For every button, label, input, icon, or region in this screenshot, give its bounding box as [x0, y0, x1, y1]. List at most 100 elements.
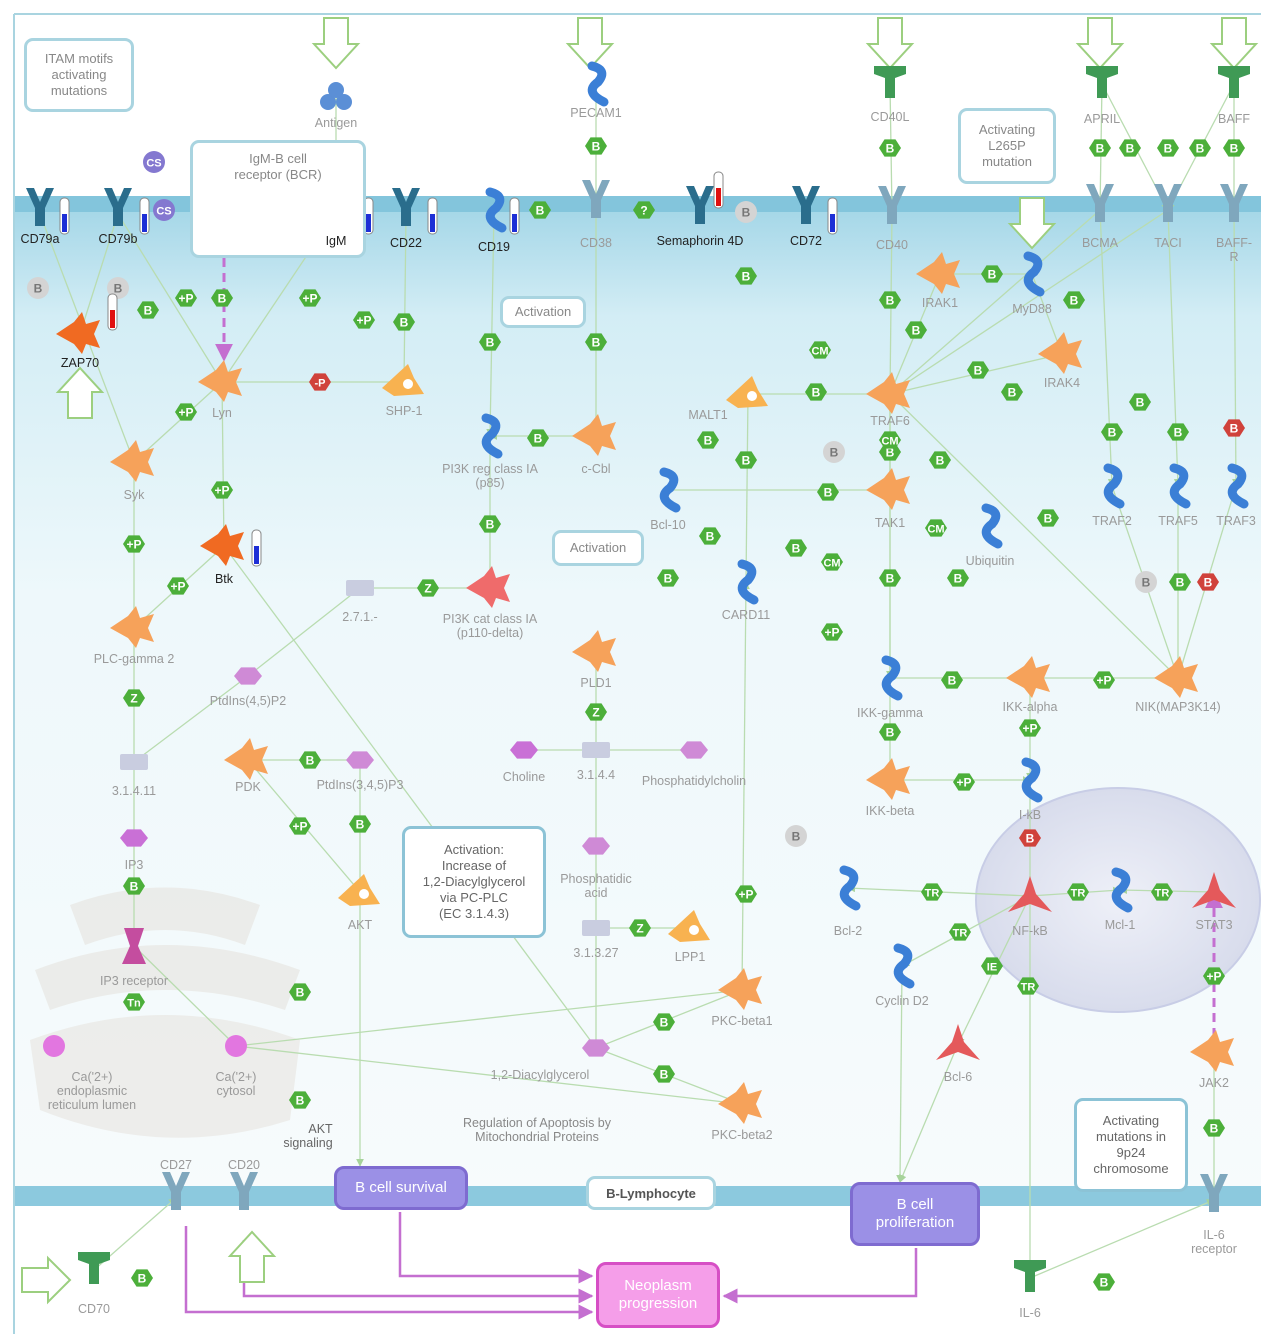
- edge-badge-54: B: [817, 483, 839, 501]
- pecam1-node[interactable]: [587, 61, 609, 107]
- badge-label: B: [664, 572, 673, 586]
- cd40-node[interactable]: [878, 186, 906, 224]
- lpp1-node[interactable]: [668, 910, 710, 942]
- cd22-node[interactable]: [392, 188, 420, 226]
- badge-label: B: [1196, 142, 1205, 156]
- dag-node[interactable]: [582, 1039, 610, 1057]
- baff-node[interactable]: [1218, 66, 1250, 98]
- edge-badge-7: B: [1119, 139, 1141, 157]
- pip3-node[interactable]: [346, 751, 374, 769]
- e31411-node[interactable]: [120, 754, 148, 770]
- e2711-node[interactable]: [346, 580, 374, 596]
- taci-node[interactable]: [1154, 184, 1182, 222]
- malt1-node[interactable]: [726, 376, 768, 408]
- akt-node[interactable]: [338, 874, 380, 906]
- pld1-node[interactable]: [572, 630, 616, 672]
- bcl6-node[interactable]: [936, 1024, 980, 1060]
- ca-cyt-node[interactable]: [225, 1035, 247, 1057]
- lyn-node[interactable]: [198, 360, 242, 402]
- bcl2-node[interactable]: [839, 865, 861, 911]
- pa-node[interactable]: [582, 837, 610, 855]
- cd38-node[interactable]: [582, 180, 610, 218]
- april-node[interactable]: [1086, 66, 1118, 98]
- pi3k-cat-node[interactable]: [466, 566, 510, 608]
- process-b-cell-proliferation[interactable]: B cell proliferation: [850, 1182, 980, 1246]
- edge-cd79b-lyn: [117, 213, 223, 383]
- cd72-node[interactable]: [792, 186, 820, 224]
- card11-node[interactable]: [737, 559, 759, 605]
- baffr-node[interactable]: [1220, 184, 1248, 222]
- e31327-node[interactable]: [582, 920, 610, 936]
- pdk-node[interactable]: [224, 738, 268, 780]
- badge-label: B: [592, 336, 601, 350]
- bcma-node[interactable]: [1086, 184, 1114, 222]
- nfkb-node[interactable]: [1008, 876, 1052, 912]
- stat3-node[interactable]: [1192, 872, 1236, 908]
- irak1-label: IRAK1: [921, 296, 959, 310]
- myd88-node[interactable]: [1023, 251, 1045, 297]
- process-b-cell-survival[interactable]: B cell survival: [334, 1166, 468, 1210]
- cd79a-node[interactable]: [26, 188, 54, 226]
- traf5-node[interactable]: [1169, 463, 1191, 509]
- choline-node[interactable]: [510, 741, 538, 759]
- tak1-node[interactable]: [866, 468, 910, 510]
- badge-label: B: [792, 830, 801, 844]
- edge-badge-5: B: [879, 139, 901, 157]
- zap70-node[interactable]: [56, 312, 100, 354]
- plcg2-node[interactable]: [110, 606, 154, 648]
- badge-label: TR: [953, 928, 968, 940]
- ip3-node[interactable]: [120, 829, 148, 847]
- ip3r-node[interactable]: [122, 928, 146, 964]
- ikkb-node[interactable]: [866, 758, 910, 800]
- syk-node[interactable]: [110, 440, 154, 482]
- mcl1-node[interactable]: [1111, 867, 1133, 913]
- il6-node[interactable]: [1014, 1260, 1046, 1292]
- e3144-node[interactable]: [582, 742, 610, 758]
- il6r-node[interactable]: [1200, 1174, 1228, 1212]
- edge-badge-80: IE: [981, 957, 1003, 975]
- edge-pip2-e31411: [133, 675, 249, 763]
- traf3-label: TRAF3: [1216, 514, 1256, 528]
- shp1-node[interactable]: [382, 364, 424, 396]
- irak4-node[interactable]: [1038, 332, 1082, 374]
- jak2-node[interactable]: [1190, 1030, 1234, 1072]
- pkcb1-node[interactable]: [718, 968, 762, 1010]
- irak1-node[interactable]: [916, 252, 960, 294]
- antigen-node[interactable]: [320, 82, 352, 110]
- nik-node[interactable]: [1154, 656, 1198, 698]
- cd79b-node[interactable]: [104, 188, 132, 226]
- ikb-node[interactable]: [1021, 757, 1043, 803]
- ccbl-node[interactable]: [572, 414, 616, 456]
- edge-badge-61: B: [879, 569, 901, 587]
- badge-label: +P: [214, 484, 229, 498]
- badge-label: +P: [292, 820, 307, 834]
- cd40l-node[interactable]: [874, 66, 906, 98]
- edge-badge-25: B: [393, 313, 415, 331]
- ubiquitin-node[interactable]: [981, 503, 1003, 549]
- pc-node[interactable]: [680, 741, 708, 759]
- traf3-node[interactable]: [1227, 463, 1249, 509]
- edge-badge-93: CS: [153, 199, 175, 221]
- taci-label: TACI: [1154, 236, 1182, 250]
- badge-label: B: [886, 294, 895, 308]
- edge-badge-48: +P: [735, 885, 757, 903]
- lpp1-label: LPP1: [674, 950, 706, 964]
- pi3k-reg-node[interactable]: [481, 413, 503, 459]
- ikka-node[interactable]: [1006, 656, 1050, 698]
- ca-er-node[interactable]: [43, 1035, 65, 1057]
- cd38-label: CD38: [580, 236, 612, 250]
- process-neoplasm-progression[interactable]: Neoplasm progression: [596, 1262, 720, 1328]
- bcl10-node[interactable]: [659, 467, 681, 513]
- cd19-node[interactable]: [485, 187, 507, 233]
- cd20-node[interactable]: [230, 1172, 258, 1210]
- pip2-node[interactable]: [234, 667, 262, 685]
- traf2-node[interactable]: [1103, 463, 1125, 509]
- sema4d-node[interactable]: [686, 186, 714, 224]
- pkcb2-node[interactable]: [718, 1082, 762, 1124]
- btk-node[interactable]: [200, 524, 244, 566]
- ikkg-node[interactable]: [881, 655, 903, 701]
- cyclind2-node[interactable]: [893, 943, 915, 989]
- cd27-node[interactable]: [162, 1172, 190, 1210]
- traf6-node[interactable]: [866, 372, 910, 414]
- cd70-node[interactable]: [78, 1252, 110, 1284]
